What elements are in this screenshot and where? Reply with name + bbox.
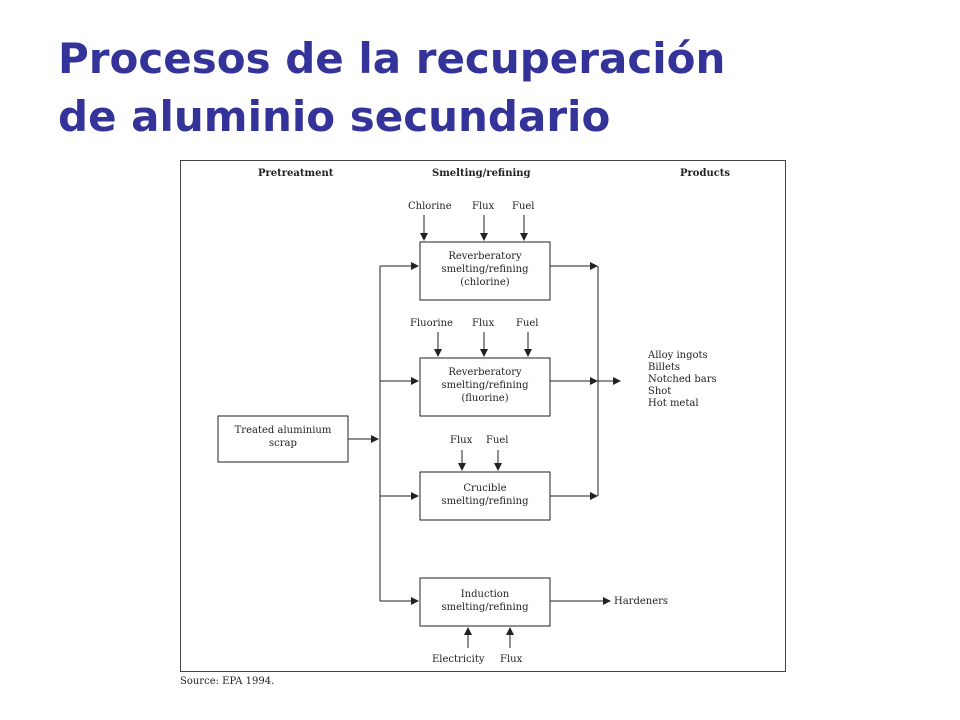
induction-label: Induction smelting/refining — [441, 589, 529, 613]
input-label-electricity: Electricity — [432, 654, 485, 665]
product-item: Hot metal — [648, 398, 699, 409]
box-reverberatory-chlorine — [419, 241, 551, 301]
input-label-fuel-1: Fuel — [512, 201, 535, 212]
title-line-2: de aluminio secundario — [58, 92, 611, 141]
box-crucible — [419, 471, 551, 521]
products-list: Alloy ingots Billets Notched bars Shot H… — [648, 350, 717, 410]
input-label-flux-1: Flux — [472, 201, 495, 212]
header-smelting: Smelting/refining — [432, 168, 531, 179]
product-item: Alloy ingots — [648, 350, 708, 361]
title-line-1: Procesos de la recuperación — [58, 34, 726, 83]
process-flow-diagram: Pretreatment Smelting/refining Products … — [180, 160, 786, 672]
product-item: Billets — [648, 362, 681, 373]
page-title: Procesos de la recuperación de aluminio … — [58, 30, 725, 146]
header-products: Products — [680, 168, 731, 179]
input-label-flux-2: Flux — [472, 318, 495, 329]
diagram-lines — [180, 160, 786, 672]
product-item: Notched bars — [648, 374, 717, 385]
input-label-fluorine: Fluorine — [410, 318, 453, 329]
hardeners-label: Hardeners — [614, 596, 669, 607]
diagram-frame — [180, 160, 786, 672]
input-label-flux-3: Flux — [450, 435, 473, 446]
input-label-fuel-3: Fuel — [486, 435, 509, 446]
source-note: Source: EPA 1994. — [180, 676, 275, 687]
input-label-flux-4: Flux — [500, 654, 523, 665]
header-pretreatment: Pretreatment — [258, 168, 334, 179]
input-label-fuel-2: Fuel — [516, 318, 539, 329]
reverberatory-chlorine-label: Reverberatory smelting/refining (chlorin… — [441, 251, 529, 288]
box-reverberatory-fluorine — [419, 357, 551, 417]
box-treated-scrap — [217, 415, 349, 463]
crucible-label: Crucible smelting/refining — [441, 483, 529, 507]
reverberatory-fluorine-label: Reverberatory smelting/refining (fluorin… — [441, 367, 529, 404]
input-label-chlorine: Chlorine — [408, 201, 452, 212]
product-item: Shot — [648, 386, 672, 397]
box-induction — [419, 577, 551, 627]
scrap-box-label: Treated aluminium scrap — [234, 425, 332, 449]
